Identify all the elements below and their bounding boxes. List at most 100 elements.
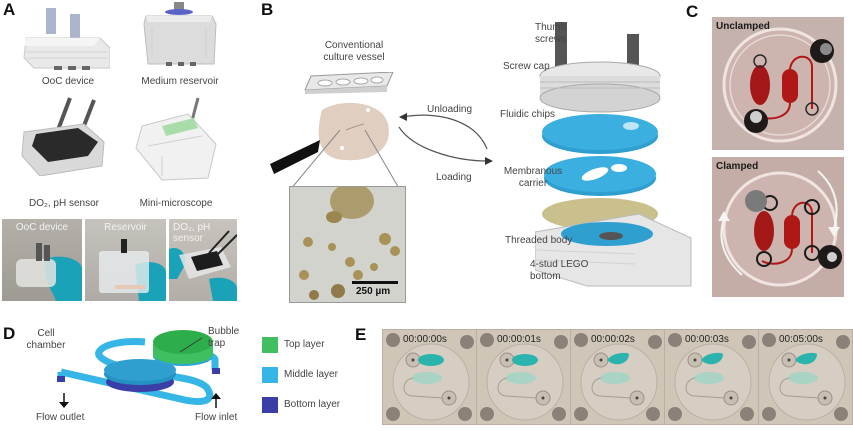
lego-bottom-line2: bottom [530, 271, 561, 282]
chip-photo [759, 330, 852, 424]
bubble-trap-line2: trap [208, 338, 226, 349]
cell-chamber-label: Cell chamber [26, 328, 66, 352]
screw-icon [740, 407, 754, 421]
photo-clamped: Clamped [712, 157, 844, 297]
vessel-label-line2: culture vessel [323, 52, 385, 63]
bubble-trap-line1: Bubble [208, 326, 240, 337]
do2-ph-sensor-render [21, 97, 105, 176]
screw-icon [762, 407, 776, 421]
membrane-disc-illustration [270, 102, 400, 190]
micrograph-image: 250 µm [289, 186, 406, 303]
photo-title-reservoir: Reservoir [104, 222, 147, 233]
screw-icon [460, 335, 474, 349]
chip-layers-render [57, 330, 220, 405]
thumb-screws-line2: screws [535, 34, 567, 45]
cell-chamber-line1: Cell [37, 328, 55, 339]
screw-icon [386, 407, 400, 421]
panel-label-a: A [3, 0, 16, 19]
screw-icon [668, 333, 682, 347]
screw-icon [646, 407, 660, 421]
photo-unclamped: Unclamped [712, 17, 844, 150]
rotate-arrow-left [720, 218, 743, 276]
tweezers-icon [270, 140, 320, 174]
conventional-vessel-label: Conventional culture vessel [310, 40, 398, 64]
label-thumb-screws: Thumb screws [535, 22, 567, 46]
timelapse-frame: 00:00:00s [382, 329, 477, 425]
photo-title-do2-ph-sensor: DO₂, pH sensor [173, 222, 211, 244]
screw-icon [574, 407, 588, 421]
timestamp-label: 00:00:03s [685, 334, 729, 345]
panel-label-d: D [3, 324, 16, 343]
label-fluidic-chips: Fluidic chips [500, 109, 556, 120]
legend-swatch-middle-layer [262, 367, 278, 383]
membranous-carrier-line1: Membranous [503, 166, 563, 177]
ooc-device-render [23, 8, 110, 70]
chip-photo [477, 330, 570, 424]
legend-label-top-layer: Top layer [284, 339, 325, 350]
screw-icon [836, 335, 850, 349]
screw-icon [648, 335, 662, 349]
loading-label: Loading [436, 172, 472, 183]
caption-medium-reservoir: Medium reservoir [141, 76, 219, 87]
flow-inlet-arrow-icon [211, 393, 221, 408]
rotate-arrow-right [817, 170, 838, 230]
arrow-head-loading [485, 157, 493, 165]
thumb-screws-line1: Thumb [535, 22, 567, 33]
screw-icon [668, 407, 682, 421]
lego-bottom-line1: 4-stud LEGO [530, 259, 589, 270]
flow-outlet-label: Flow outlet [36, 412, 85, 423]
timestamp-label: 00:05:00s [779, 334, 823, 345]
photo-do2-ph-sensor: DO₂, pH sensor [169, 219, 237, 301]
photo-reservoir: Reservoir [85, 219, 166, 301]
screw-icon [480, 333, 494, 347]
exploded-device-render [535, 22, 692, 287]
screw-icon [386, 333, 400, 347]
legend-label-bottom-layer: Bottom layer [284, 399, 341, 410]
scale-bar [352, 281, 398, 284]
legend-label-middle-layer: Middle layer [284, 369, 338, 380]
flow-outlet-arrow-icon [59, 393, 69, 408]
loading-cycle-arrows [398, 113, 493, 165]
screw-icon [762, 333, 776, 347]
timelapse-frame: 00:00:03s [664, 329, 759, 425]
label-membranous-carrier: Membranous carrier [500, 166, 566, 190]
caption-mini-microscope: Mini-microscope [139, 198, 213, 209]
membranous-carrier-line2: carrier [518, 178, 548, 189]
panel-label-c: C [686, 2, 699, 21]
culture-vessel-plate [304, 72, 394, 94]
unclamped-title: Unclamped [716, 21, 770, 32]
bubble-trap-label: Bubble trap [208, 326, 239, 350]
screw-icon [742, 335, 756, 349]
chip-photo [571, 330, 664, 424]
unloading-label: Unloading [427, 104, 473, 115]
timelapse-frame: 00:00:02s [570, 329, 665, 425]
chip-photo [665, 330, 758, 424]
legend-swatch-bottom-layer [262, 397, 278, 413]
medium-reservoir-render [143, 2, 217, 66]
label-threaded-body: Threaded body [505, 235, 573, 246]
vessel-label-line1: Conventional [324, 40, 384, 51]
screw-icon [554, 335, 568, 349]
panel-label-e: E [355, 325, 367, 344]
timestamp-label: 00:00:01s [497, 334, 541, 345]
panel-label-b: B [261, 0, 274, 19]
timestamp-label: 00:00:02s [591, 334, 635, 345]
label-lego-bottom: 4-stud LEGO bottom [530, 259, 588, 283]
photo-title-ooc-device: OoC device [15, 222, 69, 233]
screw-icon [552, 407, 566, 421]
scale-bar-label: 250 µm [356, 286, 391, 297]
timestamp-label: 00:00:00s [403, 334, 447, 345]
chip-photo [383, 330, 476, 424]
photo-ooc-device: OoC device [2, 219, 82, 301]
flow-inlet-label: Flow inlet [195, 412, 238, 423]
arrow-head-unloading [399, 113, 407, 121]
caption-do2-ph-sensor: DO₂, pH sensor [28, 198, 99, 209]
timelapse-frame: 00:05:00s [758, 329, 853, 425]
mini-microscope-render [135, 97, 217, 181]
caption-ooc-device: OoC device [41, 76, 95, 87]
timelapse-frame: 00:00:01s [476, 329, 571, 425]
cell-chamber-line2: chamber [26, 340, 66, 351]
label-screw-cap: Screw cap [503, 61, 550, 72]
clamped-title: Clamped [716, 161, 759, 172]
callout-lines [140, 337, 203, 370]
